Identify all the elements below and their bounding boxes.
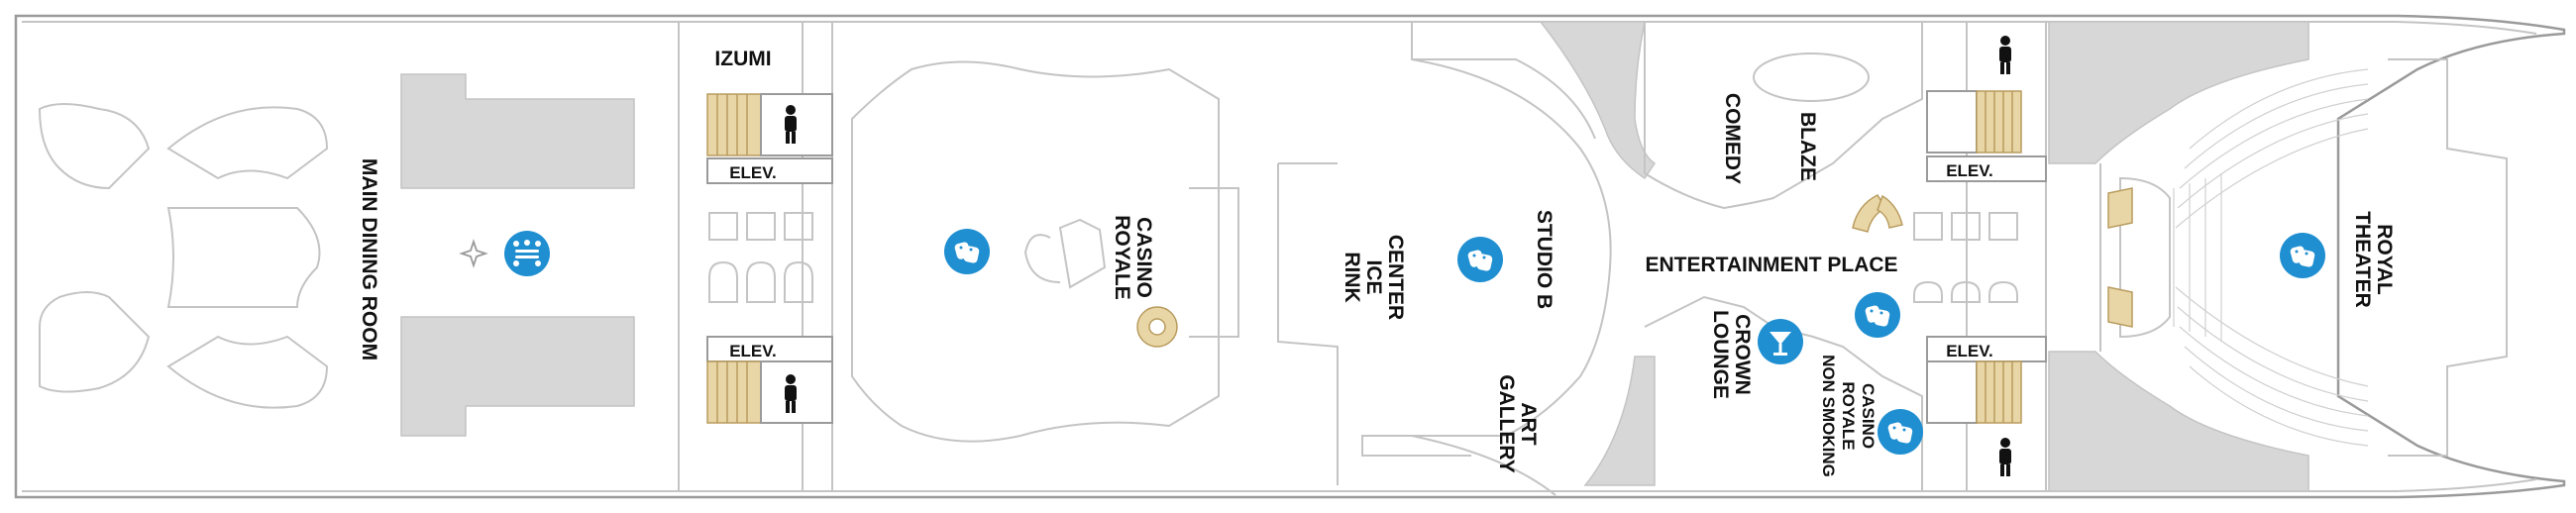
main-dining-room-label: MAIN DINING ROOM [358,158,380,360]
entertainment-place-label: ENTERTAINMENT PLACE [1645,254,1897,276]
casino-non-smoking-label-2: ROYALE [1839,381,1858,450]
izumi-label: IZUMI [714,48,771,70]
restroom-icon-aft-bottom [1999,438,2011,476]
elevator-fwd-bottom-label: ELEV. [729,342,777,360]
stairs-theater-top [2107,187,2133,229]
stairs-theater-bottom [2107,286,2133,328]
aft-stair-elevator-bank: ELEV. ELEV. [1913,22,2047,491]
entertainment-place-area: COMEDY BLAZE ENTERTAINMENT PLACE CROWN L… [1539,21,1923,491]
stairs-aft-bottom [1976,360,2022,424]
stairs-fwd-top-treads [716,94,748,155]
blaze-label: BLAZE [1796,112,1819,181]
theater-masks-icon-studio-b[interactable] [1457,237,1503,282]
galley-fwd-top [400,73,635,189]
casino-non-smoking-label-3: NON SMOKING [1819,355,1838,477]
backstage-aft-bottom [2048,351,2309,492]
casino-non-smoking-label-1: CASINO [1859,383,1878,449]
elevator-cars-aft [1913,212,2018,303]
star-icon [459,239,488,268]
main-dining-room-area: MAIN DINING ROOM [38,73,635,437]
theater-masks-icon-ep[interactable] [1855,292,1900,338]
art-gallery-label-1: ART [1517,402,1540,445]
spiral-stair-casino [1136,306,1178,348]
crown-lounge-label-2: LOUNGE [1709,310,1732,399]
restroom-icon-fwd-bottom [785,374,797,413]
center-ice-rink-label-3: RINK [1341,252,1363,302]
stairs-aft-top [1976,90,2022,154]
art-gallery-label-2: GALLERY [1495,374,1518,473]
theater-masks-icon-non-smoking[interactable] [1878,409,1923,455]
galley-fwd-bottom [400,316,635,437]
center-ice-rink-label-1: CENTER [1384,235,1407,320]
stairs-fwd-bottom-treads [716,361,748,423]
service-area-ep-top [1539,21,1657,180]
casino-royale-label-1: CASINO [1132,217,1155,298]
elevator-aft-top-label: ELEV. [1946,161,1993,180]
seating-rows [2173,68,2369,447]
elevator-cars-fwd [708,212,813,303]
spiral-stair-ep [1852,194,1903,233]
stairs-aft-top-treads [1985,91,2013,153]
royal-theater-label-1: ROYAL [2373,224,2396,295]
hull-outline [14,14,2566,499]
royal-theater-area: ROYAL THEATER [2048,21,2508,492]
theater-masks-icon-royal[interactable] [2280,233,2325,278]
backstage-aft-top [2048,21,2309,164]
theater-masks-icon-casino[interactable] [944,229,990,274]
hull-inner [22,21,2537,492]
studio-b-label: STUDIO B [1533,210,1556,309]
stairs-aft-bottom-treads [1985,361,2013,423]
restroom-icon-fwd-top [785,105,797,144]
stairs-fwd-top [706,93,762,156]
fwd-stair-elevator-bank: IZUMI ELEV. ELEV. [678,22,833,491]
dining-icon[interactable] [504,231,550,276]
casino-royale-label-2: ROYALE [1111,215,1133,300]
elevator-aft-bottom-label: ELEV. [1946,342,1993,360]
center-ice-rink-label-2: ICE [1362,259,1385,294]
service-area-ep-bottom [1583,356,1656,486]
restroom-icon-aft-top [1999,36,2011,74]
crown-lounge-label-1: CROWN [1731,314,1754,395]
royal-theater-label-2: THEATER [2351,211,2374,308]
elevator-fwd-top-label: ELEV. [729,163,777,182]
cocktail-icon[interactable] [1758,319,1803,364]
studio-b-area: CENTER ICE RINK STUDIO B ART GALLERY [1277,22,1612,496]
stairs-fwd-bottom [706,360,762,424]
casino-royale-area: CASINO ROYALE [851,60,1239,443]
comedy-label: COMEDY [1721,93,1744,184]
